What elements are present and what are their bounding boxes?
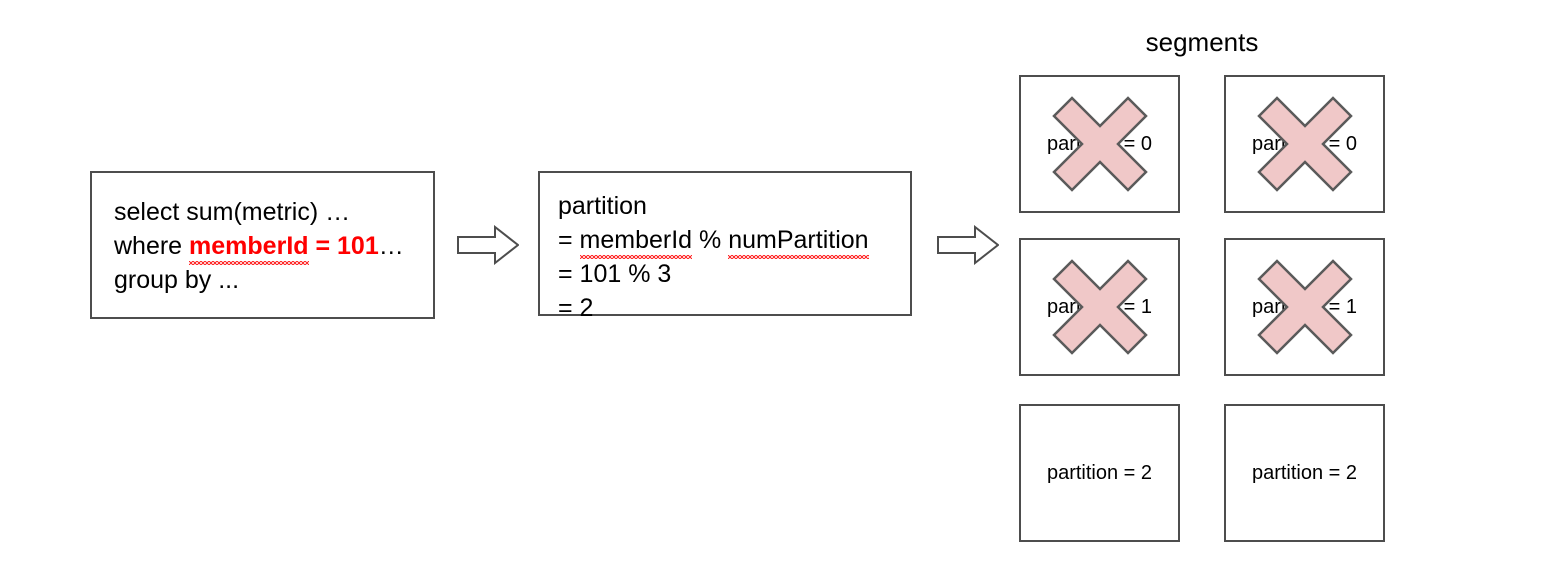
segments-grid: partition = 0 partition = 0 partition = … <box>1019 75 1385 542</box>
query-line-2: where memberId = 101… <box>114 229 433 265</box>
partition-line-4: = 2 <box>558 294 594 322</box>
segment-label: partition = 2 <box>1251 462 1358 484</box>
arrow-query-to-partition-icon <box>457 224 520 266</box>
query-line-2-highlight-tail: = 101 <box>308 232 379 260</box>
segment-cell: partition = 2 <box>1224 404 1385 542</box>
query-line-3: group by ... <box>114 266 240 294</box>
segment-label: partition = 0 <box>1251 133 1358 155</box>
partition-line-2: = memberId % numPartition <box>558 223 910 259</box>
partition-formula-box: partition = memberId % numPartition = 10… <box>538 171 912 322</box>
query-line-1: select sum(metric) … <box>114 198 351 226</box>
partition-line-2-term-memberid: memberId <box>579 223 692 259</box>
segment-cell: partition = 0 <box>1019 75 1180 213</box>
query-line-2-prefix: where <box>114 232 190 260</box>
segment-cell: partition = 2 <box>1019 404 1180 542</box>
partition-line-3: = 101 % 3 <box>558 260 672 288</box>
segment-label: partition = 1 <box>1046 296 1153 318</box>
segments-title: segments <box>1145 27 1259 57</box>
segment-cell: partition = 0 <box>1224 75 1385 213</box>
query-line-2-suffix: … <box>378 232 404 260</box>
partition-line-2-operator: % <box>692 226 729 254</box>
segment-label: partition = 2 <box>1046 462 1153 484</box>
segment-cell: partition = 1 <box>1224 238 1385 376</box>
partition-line-1: partition <box>558 192 647 220</box>
partition-line-2-equals: = <box>558 226 580 254</box>
segment-label: partition = 0 <box>1046 133 1153 155</box>
segment-label: partition = 1 <box>1251 296 1358 318</box>
arrow-partition-to-segments-icon <box>937 224 1000 266</box>
sql-query-box: select sum(metric) … where memberId = 10… <box>90 171 435 319</box>
partition-line-2-term-numpartition: numPartition <box>728 223 869 259</box>
query-line-2-highlight-term: memberId <box>189 229 310 265</box>
segment-cell: partition = 1 <box>1019 238 1180 376</box>
